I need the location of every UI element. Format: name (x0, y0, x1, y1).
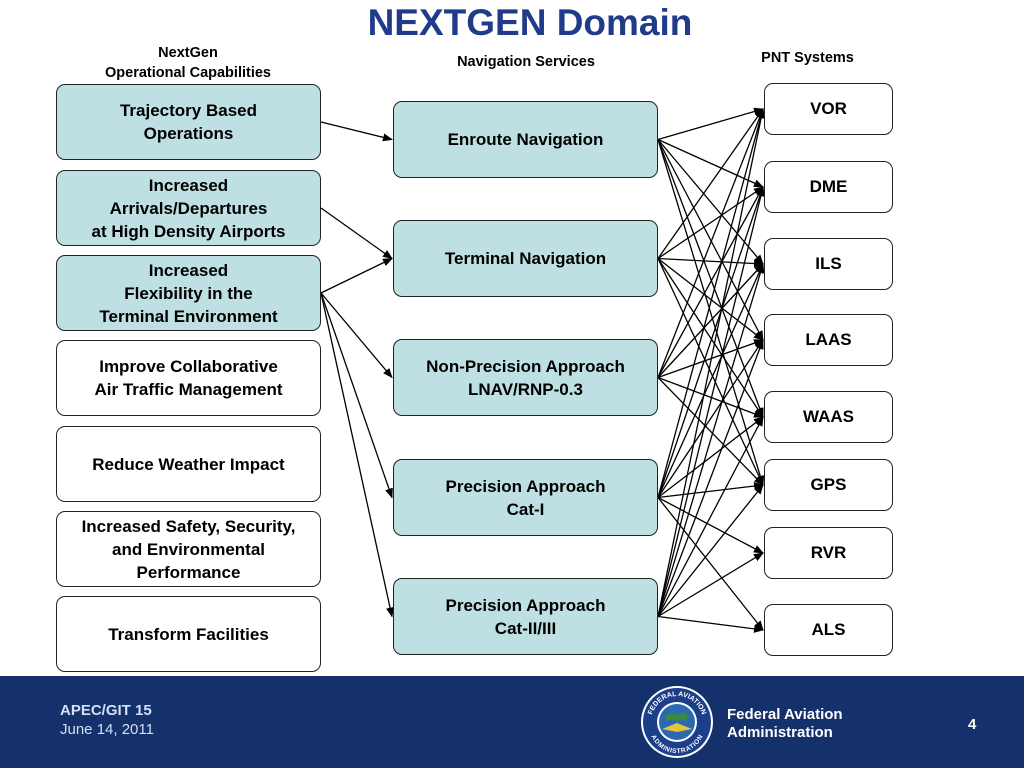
nav-to-pnt-arrow (657, 376, 764, 418)
capability-label: Arrivals/Departures (109, 198, 268, 218)
nav-to-pnt-arrow (657, 139, 764, 418)
capability-label: Trajectory Based (119, 101, 257, 120)
nav-to-pnt-arrow (657, 186, 764, 378)
capability-label: Reduce Weather Impact (92, 454, 285, 474)
agency-name-line2: Administration (727, 724, 833, 741)
nav-to-pnt-arrow (657, 186, 765, 617)
nav-to-pnt-arrow (657, 263, 765, 617)
navigation-header: Navigation Services (457, 54, 595, 70)
nav-to-pnt-arrow (657, 497, 764, 631)
footer-bar: APEC/GIT 15 June 14, 2011 FEDERAL AVIATI… (0, 676, 1024, 768)
nav-to-pnt-arrow (657, 108, 764, 378)
capabilities-header: NextGen Operational Capabilities (63, 43, 313, 83)
nav-to-pnt-arrow (657, 377, 764, 486)
pnt-vor: VOR (764, 83, 893, 135)
nav-to-pnt-arrow (657, 339, 764, 379)
nav-to-pnt-arrow (657, 484, 764, 617)
capability-label: at High Density Airports (91, 221, 286, 241)
pnt-rvr: RVR (764, 527, 893, 579)
nav-label: Enroute Navigation (447, 130, 604, 149)
pnt-header: PNT Systems (761, 50, 854, 66)
nav-to-pnt-arrow (657, 263, 764, 378)
capabilities-header-line1: NextGen (158, 45, 218, 61)
pnt-ils: ILS (764, 238, 893, 290)
connector-lines (320, 107, 766, 633)
nav-to-pnt-arrow (657, 416, 764, 617)
capability-label: Increased (148, 260, 229, 280)
capability-increased-safety: Increased Safety, Security, and Environme… (56, 511, 321, 587)
capability-reduce-weather-impact: Reduce Weather Impact (56, 426, 321, 502)
nav-to-pnt-arrow (657, 258, 764, 418)
nav-to-pnt-arrow (657, 263, 764, 498)
agency-name-line1: Federal Aviation (727, 706, 843, 723)
pnt-laas: LAAS (764, 314, 893, 366)
capability-to-nav-arrow (320, 292, 393, 499)
nav-to-pnt-arrow (657, 108, 764, 259)
capability-to-nav-arrow (320, 292, 394, 618)
footer-meeting-info: APEC/GIT 15 June 14, 2011 (60, 702, 154, 738)
nav-terminal-navigation: Terminal Navigation (393, 220, 658, 297)
agency-name: Federal Aviation Administration (727, 706, 843, 742)
capability-label: Air Traffic Management (94, 380, 283, 399)
capability-label: Flexibility in the (124, 283, 253, 303)
nav-label: Precision Approach (445, 476, 606, 496)
capability-to-nav-arrow (320, 292, 393, 379)
faa-seal-icon: FEDERAL AVIATION ADMINISTRATION (641, 686, 713, 758)
meeting-name: APEC/GIT 15 (60, 702, 152, 719)
capability-transform-facilities: Transform Facilities (56, 596, 321, 672)
pnt-als: ALS (764, 604, 893, 656)
nav-to-pnt-arrow (657, 257, 764, 341)
capability-to-nav-arrow (320, 121, 393, 142)
nav-to-pnt-arrow (657, 139, 764, 265)
meeting-date: June 14, 2011 (60, 721, 154, 738)
nav-to-pnt-arrow (657, 139, 765, 486)
capability-label: Increased Safety, Security, (81, 516, 296, 536)
nav-to-pnt-arrow (657, 257, 764, 268)
nav-to-pnt-arrow (657, 186, 764, 260)
nav-label: Non-Precision Approach (426, 356, 625, 376)
capability-label: Terminal Environment (99, 306, 278, 326)
capability-to-nav-arrow (320, 257, 393, 294)
pnt-dme: DME (764, 161, 893, 213)
nav-to-pnt-arrow (657, 339, 764, 617)
nav-to-pnt-arrow (657, 482, 764, 499)
nav-enroute-navigation: Enroute Navigation (393, 101, 658, 178)
nav-to-pnt-arrow (657, 416, 764, 499)
capability-label: Performance (136, 562, 241, 582)
capabilities-header-line2: Operational Capabilities (105, 65, 271, 81)
page-title: NEXTGEN Domain (367, 2, 693, 43)
capability-label: Improve Collaborative (99, 357, 278, 376)
nav-label: Terminal Navigation (444, 249, 607, 268)
nav-to-pnt-arrow (657, 107, 764, 141)
nav-label: LNAV/RNP-0.3 (468, 379, 583, 399)
pnt-gps: GPS (764, 459, 893, 511)
nav-to-pnt-arrow (657, 108, 765, 498)
nav-to-pnt-arrow (657, 552, 764, 618)
nav-to-pnt-arrow (657, 138, 764, 188)
nav-to-pnt-arrow (657, 108, 766, 617)
nav-to-pnt-arrow (657, 496, 764, 554)
nav-to-pnt-arrow (657, 339, 764, 498)
nav-to-pnt-arrow (657, 139, 764, 341)
capability-to-nav-arrow (320, 207, 393, 260)
capability-label: Increased (148, 175, 229, 195)
nav-label: Cat-I (506, 499, 545, 519)
nav-to-pnt-arrow (657, 258, 764, 486)
nav-label: Cat-II/III (494, 618, 557, 638)
capability-label: Transform Facilities (108, 624, 269, 644)
nav-label: Precision Approach (445, 595, 606, 615)
nav-to-pnt-arrow (657, 186, 764, 498)
capability-label: Operations (143, 124, 234, 143)
capability-label: and Environmental (111, 539, 266, 559)
pnt-waas: WAAS (764, 391, 893, 443)
page-number: 4 (968, 716, 977, 733)
nav-to-pnt-arrow (657, 615, 764, 633)
